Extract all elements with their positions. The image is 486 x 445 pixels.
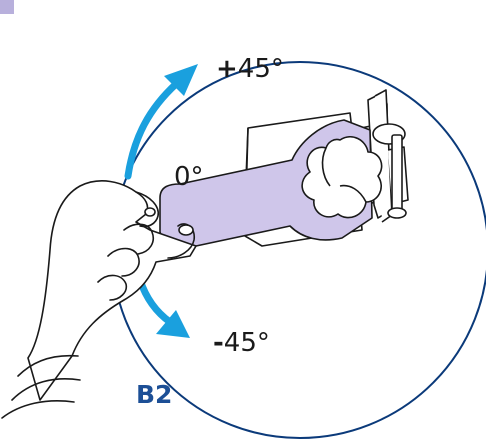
minus-sign: -	[213, 328, 224, 358]
plus-sign: +	[216, 54, 238, 84]
corner-tab	[0, 0, 14, 14]
step-label: B2	[136, 380, 173, 409]
angle-label-zero: 0°	[174, 162, 204, 192]
clamp-bolt	[372, 123, 407, 219]
knob	[301, 136, 383, 219]
arrow-head-up	[164, 64, 198, 96]
hand	[1, 180, 197, 419]
plus-45-value: 45°	[237, 54, 284, 84]
minus-45-value: 45°	[223, 328, 270, 358]
arrow-head-down	[156, 310, 190, 338]
angle-label-minus-45: -45°	[213, 330, 270, 356]
angle-label-plus-45: +45°	[216, 56, 284, 82]
arrow-rotate-up	[124, 80, 180, 180]
